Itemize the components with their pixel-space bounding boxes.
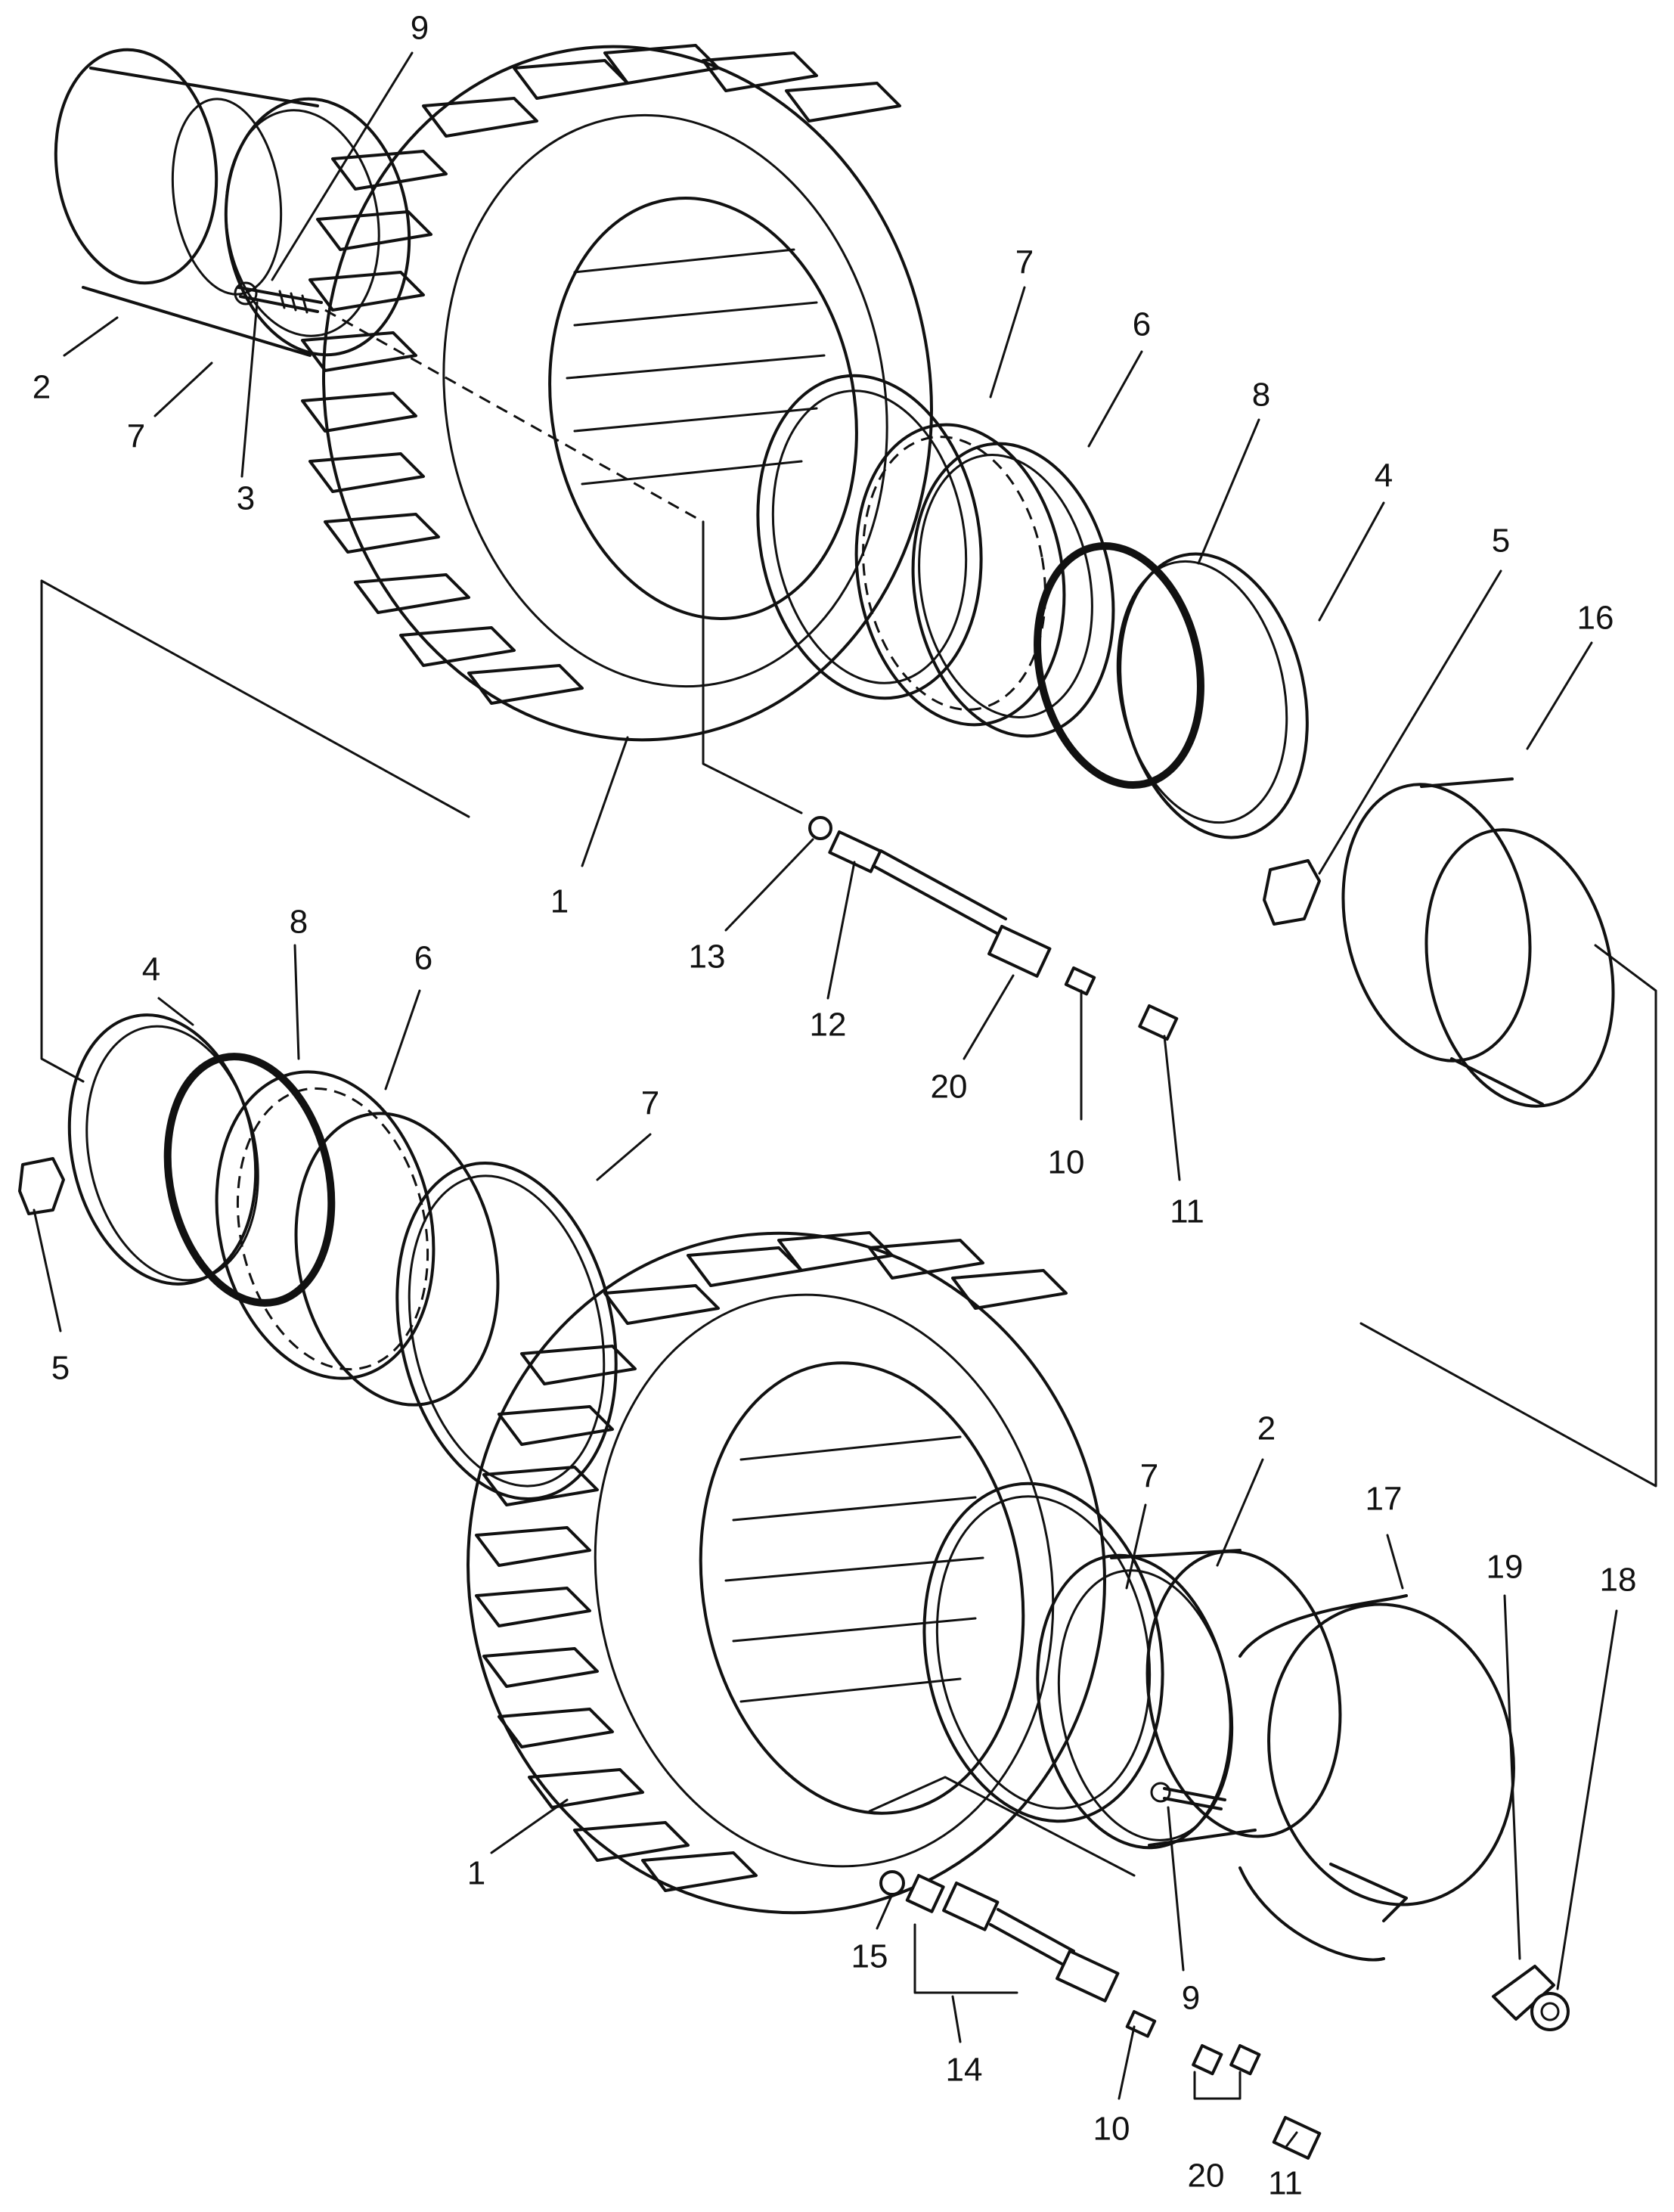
callout-10-lower: 10 [1093,2111,1130,2148]
callout-6-lower: 6 [414,940,432,977]
bead-seat-band-lower [215,1070,500,1407]
callout-1-upper: 1 [550,883,569,920]
assembly-lines-upper [40,309,1657,1488]
callout-13: 13 [689,938,726,976]
callout-5-lower: 5 [51,1350,70,1387]
callout-8-lower: 8 [290,904,308,941]
callout-9-upper: 9 [411,10,429,47]
valve-extension-upper [808,816,1179,1041]
callout-4-upper: 4 [1375,458,1393,495]
retainer-plate [1492,1965,1555,2021]
callout-20-lower: 20 [1188,2158,1225,2195]
driver-lug-upper [1263,859,1321,926]
callout-9-lower: 9 [1182,1980,1200,2017]
callout-20-upper: 20 [931,1069,968,1106]
valve-extension-lower [879,1870,1322,2160]
bead-seat-band-upper [854,423,1115,738]
callout-8-upper: 8 [1252,377,1270,414]
callout-19: 19 [1486,1549,1524,1586]
callout-7-lower-left: 7 [641,1085,659,1122]
callout-7-lower-right: 7 [1140,1458,1158,1495]
callout-2-upper: 2 [33,369,51,406]
callout-12: 12 [810,1007,847,1044]
callout-1-lower: 1 [467,1855,485,1892]
valve-stem-upper [234,281,323,314]
callout-7-upper-left: 7 [127,418,145,455]
lock-ring-upper [1116,552,1309,839]
tire-upper [301,44,933,742]
callout-6-upper: 6 [1133,306,1151,343]
leader-lines [33,51,1618,2149]
driver-lug-lower [18,1157,65,1215]
callout-4-lower: 4 [142,951,160,988]
assembly-lines-lower [868,1776,1136,1877]
callout-7-upper-right: 7 [1015,244,1034,281]
o-ring-upper [1034,541,1204,790]
callout-10-upper: 10 [1048,1144,1085,1181]
flange-ring-lower-right [922,1481,1164,1823]
callout-14: 14 [946,2052,983,2089]
spacer-band [1341,777,1615,1108]
nut [1530,1992,1570,2031]
rim-lower [1036,1549,1342,1850]
callout-17: 17 [1366,1481,1403,1518]
flange-ring-lower-left [395,1162,618,1500]
flange-ring-upper [756,374,983,700]
spacer-band-lower [1238,1594,1515,1962]
o-ring-lower [163,1053,336,1307]
callout-3: 3 [237,480,255,517]
callout-5-upper: 5 [1492,523,1510,560]
callout-11-lower: 11 [1268,2165,1303,2202]
callout-11-upper: 11 [1170,1193,1204,1230]
tire-lower [467,1231,1106,1915]
callout-16: 16 [1577,600,1614,637]
rim-upper [54,48,411,357]
callout-18: 18 [1600,1562,1637,1599]
lock-ring-lower [67,1013,259,1286]
callout-15: 15 [851,1938,888,1975]
valve-stem-lower [1150,1782,1226,1810]
callout-2-lower: 2 [1257,1410,1276,1447]
